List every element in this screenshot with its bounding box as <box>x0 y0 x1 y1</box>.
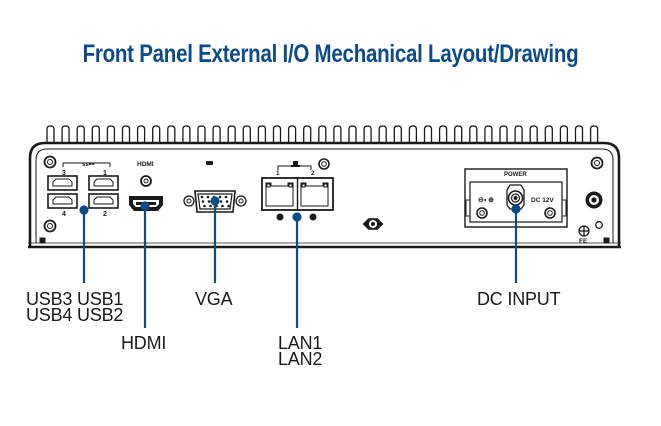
callout-label-lan1: LAN1 <box>278 333 323 353</box>
heatsink-fin <box>529 125 538 143</box>
usb-port-4 <box>47 193 78 209</box>
lan-port-number: 1 <box>276 170 280 177</box>
led-indicator-icon <box>309 213 317 221</box>
vga-pin <box>224 195 228 199</box>
heatsink-fins <box>46 125 599 143</box>
heatsink-fin <box>272 125 282 143</box>
heatsink-fin <box>378 125 387 143</box>
vga-pin <box>227 204 230 208</box>
heatsink-fin <box>348 125 357 143</box>
heatsink-fin <box>106 125 116 143</box>
heatsink-fin <box>589 125 599 143</box>
dc-rating-marking: DC 12V <box>531 197 554 204</box>
usb-bracket <box>62 162 111 167</box>
heatsink-fin <box>514 125 523 143</box>
heatsink-fin <box>76 125 85 143</box>
polarity-symbol-icon: ⊖◐⊕ <box>478 197 494 204</box>
vga-symbol-icon <box>206 161 213 165</box>
callout-label-dc-input: DC INPUT <box>477 289 561 309</box>
usb-port-number: 4 <box>62 211 66 218</box>
heatsink-fin <box>574 125 584 143</box>
screw-hole-icon <box>43 219 57 233</box>
heatsink-fin <box>408 125 418 143</box>
screw-hole-icon <box>318 158 330 170</box>
heatsink-fin <box>136 125 146 143</box>
usb-port-number: 2 <box>103 211 107 218</box>
heatsink-fin <box>318 125 327 143</box>
screw-hole-icon <box>595 221 603 229</box>
vga-pin <box>207 200 211 203</box>
usb-port-1 <box>88 175 119 191</box>
heatsink-fin <box>469 125 478 143</box>
antenna-connector-icon <box>585 191 603 209</box>
heatsink-fin <box>91 125 100 143</box>
antenna-connector-icon <box>362 218 384 230</box>
lan-port-block <box>261 177 334 211</box>
screw-hole-icon <box>476 207 488 219</box>
vga-pin <box>219 200 223 203</box>
heatsink-fin <box>484 125 493 143</box>
vga-pin <box>218 195 222 199</box>
callout-label-hdmi: HDMI <box>121 333 167 353</box>
heatsink-fin <box>257 125 267 143</box>
heatsink-fin <box>152 125 161 143</box>
page-title: Front Panel External I/O Mechanical Layo… <box>82 40 579 68</box>
heatsink-fin <box>61 125 70 143</box>
lan-port-1 <box>265 182 294 207</box>
vga-pins <box>200 195 230 208</box>
usb-port-3 <box>47 175 78 191</box>
heatsink-fin <box>242 125 251 143</box>
heatsink-fin <box>227 125 236 143</box>
heatsink-fin <box>46 125 55 143</box>
heatsink-fin <box>287 125 297 143</box>
screw-hole-icon <box>544 207 556 219</box>
usb-symbol-icon: ss⊷ <box>82 162 95 168</box>
usb-port-2 <box>88 193 119 209</box>
heatsink-fin <box>363 125 372 143</box>
chassis <box>28 141 621 249</box>
heatsink-fin <box>333 125 342 143</box>
heatsink-fin <box>121 125 131 143</box>
heatsink-fin <box>499 125 508 143</box>
vga-pin <box>201 200 205 203</box>
heatsink-fin <box>454 125 463 143</box>
callout-label-vga: VGA <box>195 289 233 309</box>
usb-port-number: 3 <box>62 170 66 177</box>
callout-label-lan2: LAN2 <box>278 349 323 369</box>
heatsink-fin <box>393 125 402 143</box>
lan-port-number: 2 <box>311 170 315 177</box>
callout-label-usb-bottom: USB4 USB2 <box>26 305 124 325</box>
lan-port-2 <box>300 182 329 207</box>
screw-hole-icon <box>590 156 604 170</box>
heatsink-fin <box>559 125 569 143</box>
callout-label-usb-top: USB3 USB1 <box>26 289 124 309</box>
screw-hole-icon <box>43 155 57 169</box>
heatsink-fin <box>423 125 433 143</box>
heatsink-fin <box>544 125 553 143</box>
vga-pin <box>200 195 204 199</box>
fe-marking: FE <box>579 238 588 245</box>
vga-port <box>183 190 247 213</box>
vga-pin <box>206 195 210 199</box>
heatsink-fin <box>167 125 176 143</box>
dc-input-jack <box>506 184 525 210</box>
vga-pin <box>203 204 206 208</box>
heatsink-fin <box>197 125 206 143</box>
vga-pin <box>225 200 229 203</box>
audio-jack-icon <box>140 175 152 187</box>
heatsink-fin <box>212 125 221 143</box>
hdmi-marking: HDMI <box>137 161 154 168</box>
power-marking: POWER <box>504 172 527 178</box>
heatsink-fin <box>182 125 191 143</box>
vga-pin <box>209 204 212 208</box>
vga-pin <box>221 204 224 208</box>
lan-symbol-icon <box>291 161 300 167</box>
callout-lines <box>79 196 521 328</box>
ground-icon <box>578 225 590 237</box>
usb-port-number: 1 <box>103 170 107 177</box>
heatsink-fin <box>438 125 448 143</box>
heatsink-fin <box>303 125 312 143</box>
led-indicator-icon <box>276 213 284 221</box>
